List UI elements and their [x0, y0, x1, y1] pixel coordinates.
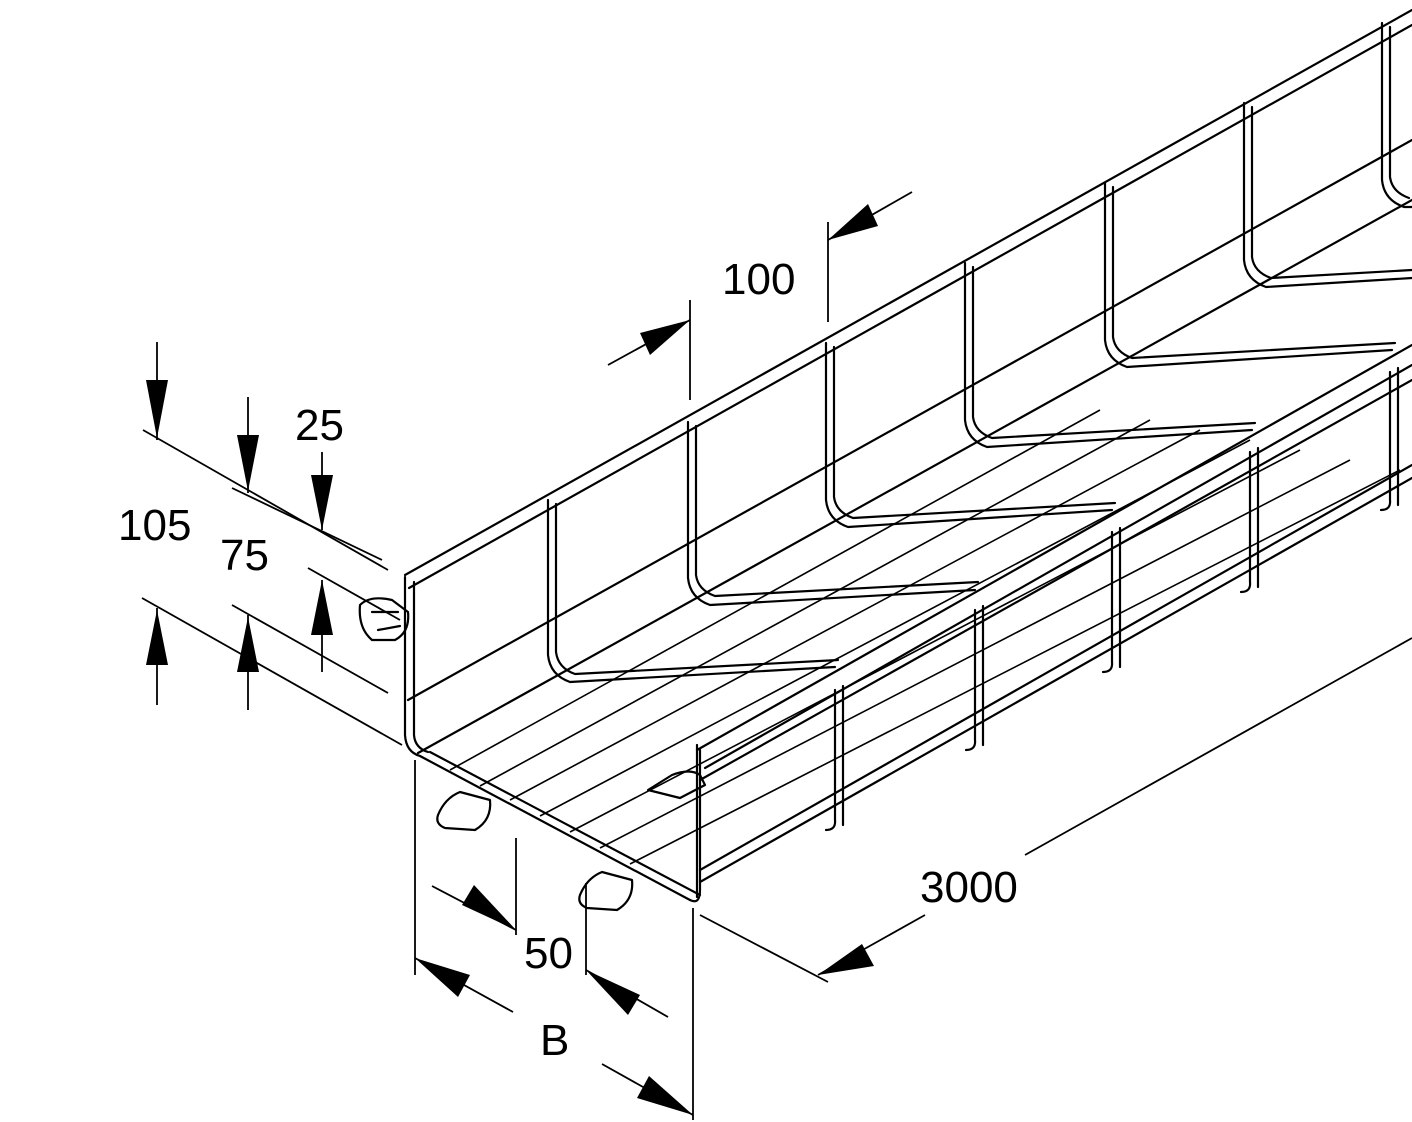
arrow-75-bottom	[237, 617, 259, 672]
dim-label-50: 50	[524, 929, 573, 978]
arrow-50-right	[586, 970, 640, 1015]
dim-label-25: 25	[295, 401, 344, 450]
dim-label-75: 75	[220, 531, 269, 580]
dim-label-105: 105	[118, 501, 191, 550]
arrow-25-top	[311, 475, 333, 530]
arrow-105-top	[146, 380, 168, 438]
cable-tray	[358, 8, 1412, 912]
dim-label-100: 100	[722, 255, 795, 304]
arrow-100-left	[640, 320, 690, 355]
arrow-B-left	[415, 958, 470, 997]
dimension-lines	[141, 191, 1412, 1120]
dim-label-B: B	[540, 1016, 569, 1065]
arrow-25-bottom	[311, 580, 333, 635]
arrow-50-left	[462, 885, 516, 930]
dim-label-3000: 3000	[920, 863, 1018, 912]
arrow-105-bottom	[146, 610, 168, 665]
arrow-3000	[818, 944, 874, 975]
arrow-75-top	[237, 435, 259, 491]
arrow-B-right	[637, 1076, 693, 1115]
arrow-100-right	[828, 204, 878, 240]
